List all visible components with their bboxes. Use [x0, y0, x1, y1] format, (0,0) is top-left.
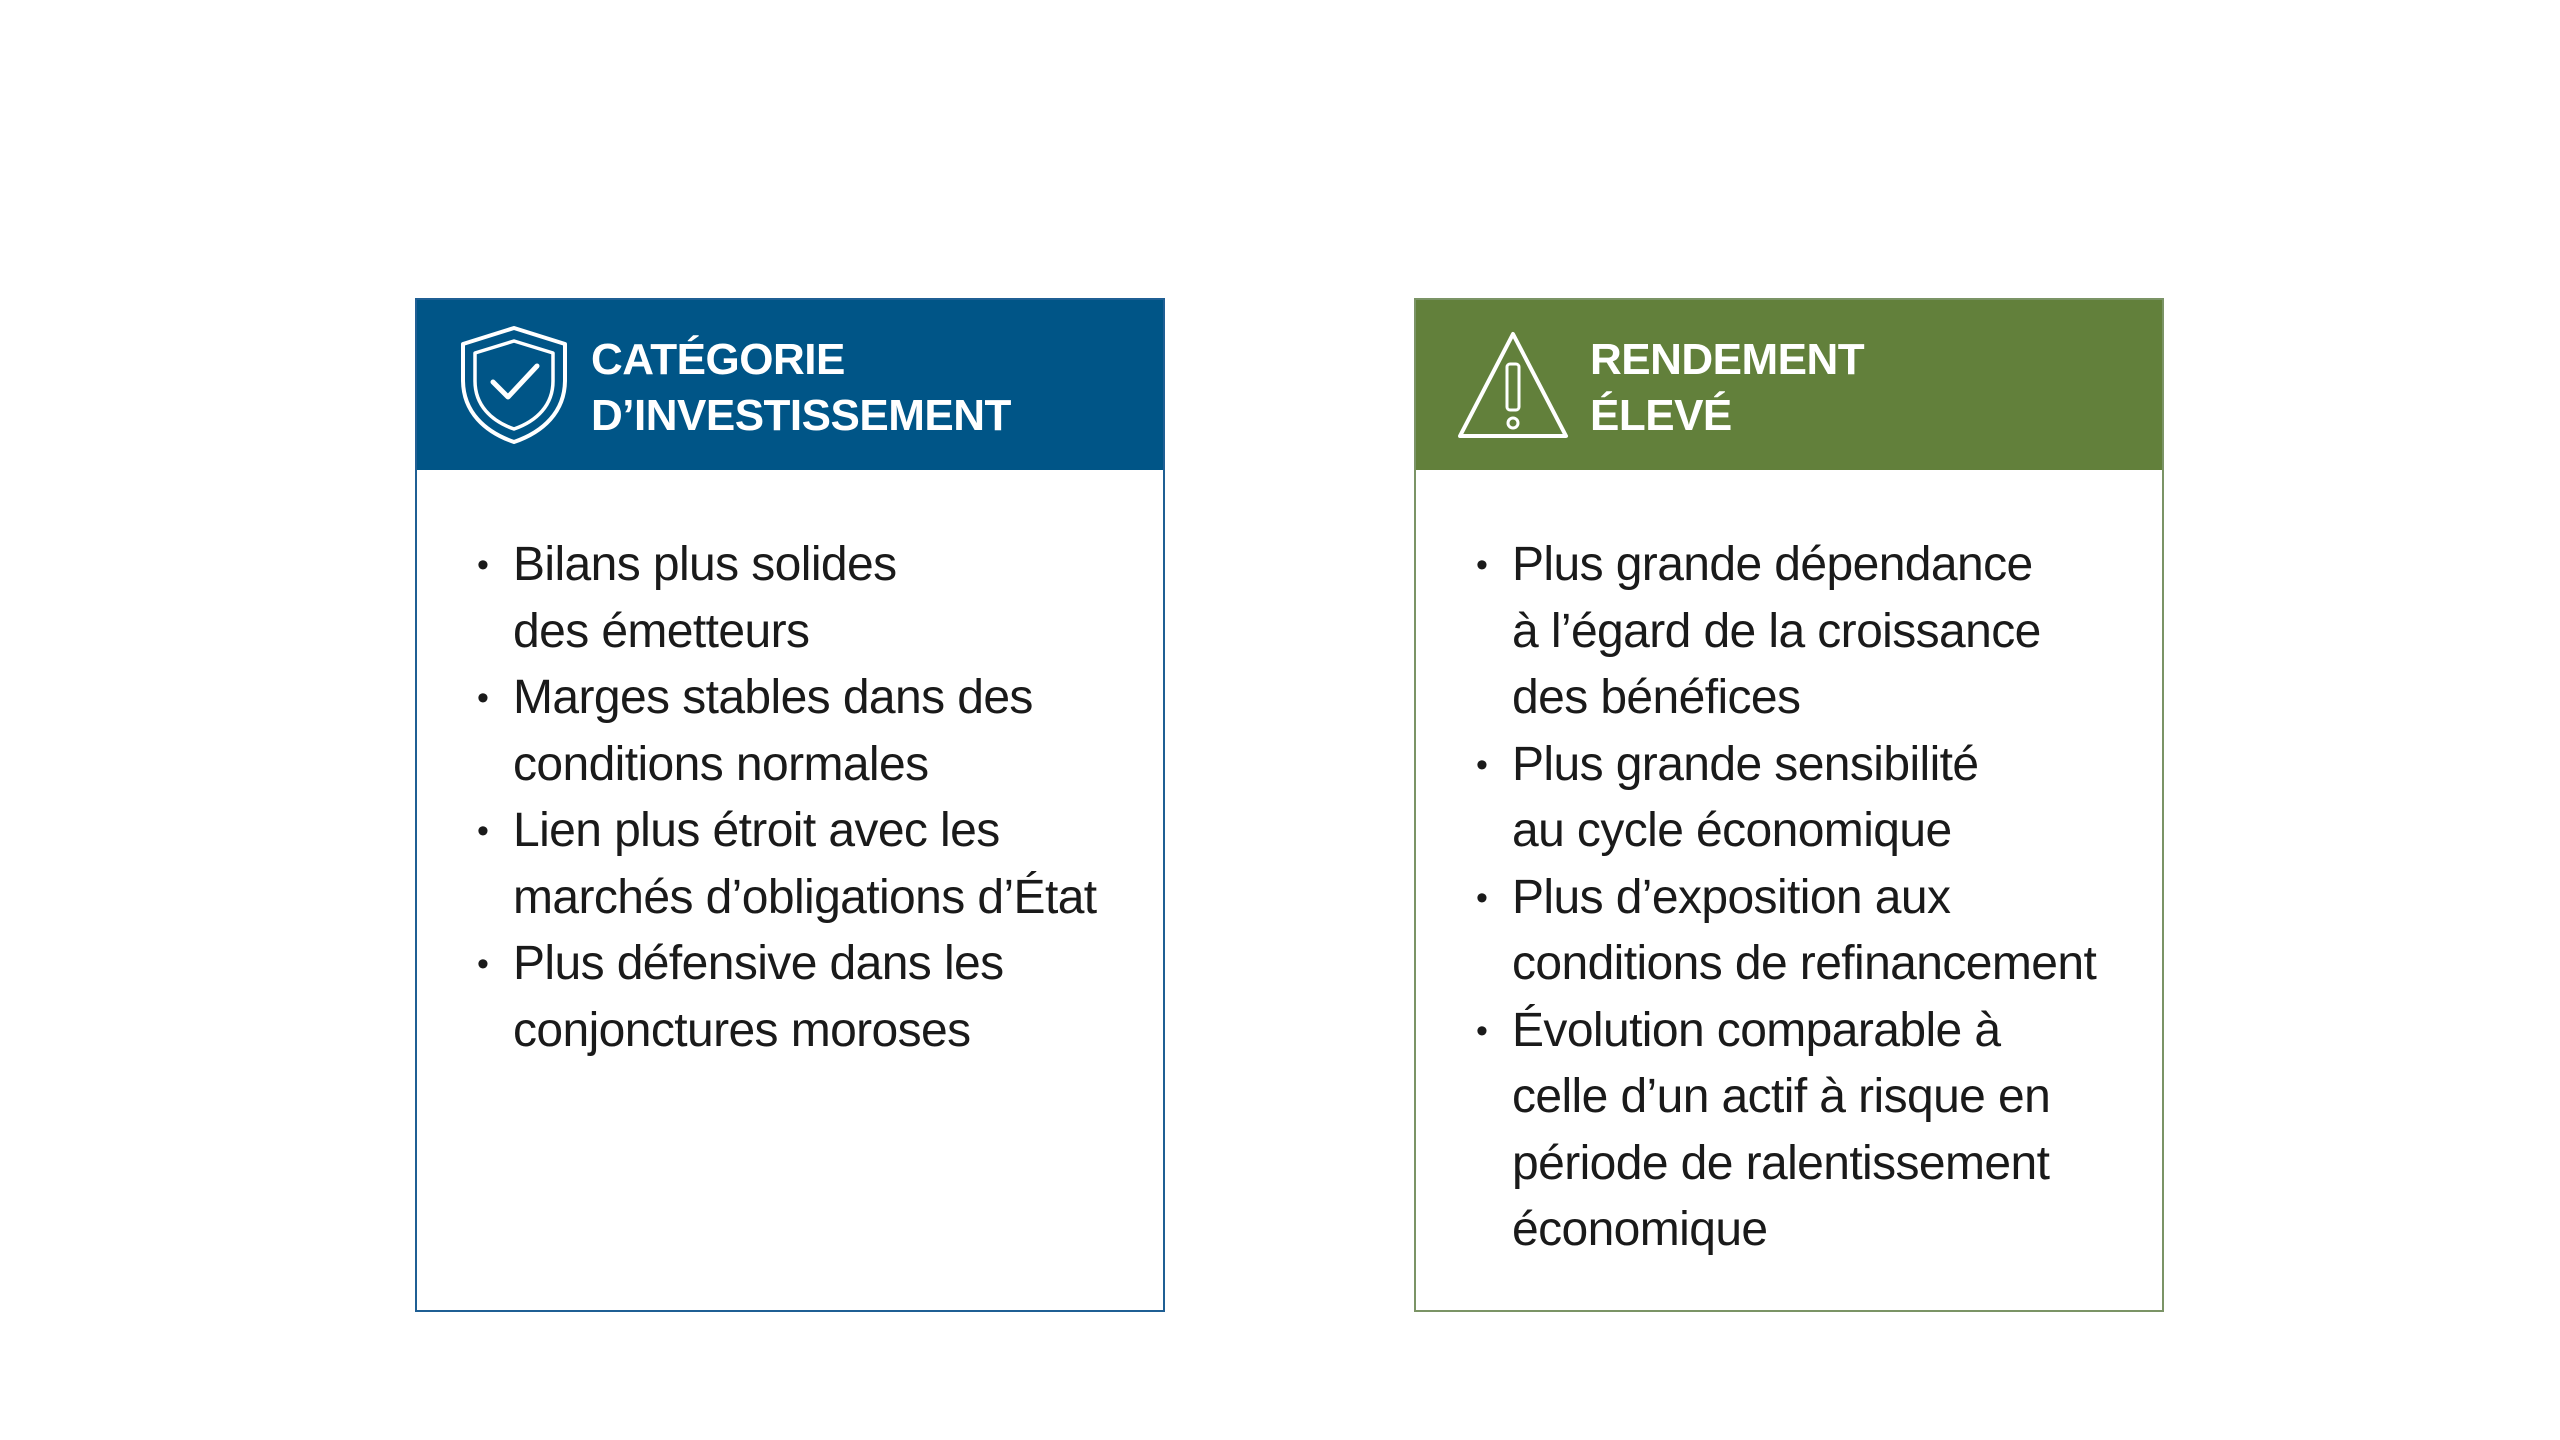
- list-item: Marges stables dans des conditions norma…: [477, 665, 1097, 798]
- list-item: Plus défensive dans les conjonctures mor…: [477, 931, 1097, 1064]
- bullet-line: Plus d’exposition aux: [1512, 870, 1951, 924]
- list-item: Bilans plus solides des émetteurs: [477, 532, 1097, 665]
- high-yield-card: RENDEMENT ÉLEVÉ Plus grande dépendance à…: [1414, 298, 2164, 1312]
- bullet-line: des bénéfices: [1512, 671, 1801, 724]
- bullet-line: Bilans plus solides: [513, 538, 897, 591]
- bullet-line: conditions normales: [513, 737, 929, 791]
- title-line: ÉLEVÉ: [1590, 391, 1732, 440]
- bullet-line: économique: [1512, 1203, 1768, 1256]
- investment-grade-card: CATÉGORIE D’INVESTISSEMENT Bilans plus s…: [415, 298, 1165, 1312]
- title-line: D’INVESTISSEMENT: [591, 391, 1011, 440]
- bullet-line: celle d’un actif à risque en: [1512, 1070, 2051, 1123]
- title-line: CATÉGORIE: [591, 335, 845, 384]
- list-item: Plus d’exposition aux conditions de refi…: [1476, 865, 2097, 998]
- bullet-line: Évolution comparable à: [1512, 1003, 2001, 1057]
- investment-grade-header: CATÉGORIE D’INVESTISSEMENT: [417, 300, 1163, 470]
- list-item: Plus grande sensibilité au cycle économi…: [1476, 732, 2096, 865]
- warning-triangle-icon: [1458, 332, 1568, 438]
- bullet-line: Plus grande sensibilité: [1512, 737, 1979, 791]
- bullet-line: Marges stables dans des: [513, 671, 1033, 724]
- investment-grade-title: CATÉGORIE D’INVESTISSEMENT: [591, 332, 1011, 444]
- bullet-line: des émetteurs: [513, 604, 810, 658]
- bullet-line: à l’égard de la croissance: [1512, 604, 2041, 658]
- bullet-line: Plus grande dépendance: [1512, 538, 2033, 591]
- bullet-line: au cycle économique: [1512, 804, 1952, 857]
- title-line: RENDEMENT: [1590, 335, 1865, 384]
- investment-grade-bullets: Bilans plus solides des émetteurs Marges…: [477, 532, 1097, 1064]
- shield-check-icon: [461, 326, 567, 444]
- bullet-line: période de ralentissement: [1512, 1136, 2050, 1190]
- bullet-line: marchés d’obligations d’État: [513, 870, 1097, 924]
- high-yield-header: RENDEMENT ÉLEVÉ: [1416, 300, 2162, 470]
- bullet-line: conjonctures moroses: [513, 1003, 971, 1057]
- list-item: Plus grande dépendance à l’égard de la c…: [1476, 532, 2096, 732]
- high-yield-title: RENDEMENT ÉLEVÉ: [1590, 332, 1865, 444]
- bullet-line: Lien plus étroit avec les: [513, 804, 1000, 857]
- bullet-line: conditions de refinancement: [1512, 937, 2097, 990]
- list-item: Évolution comparable à celle d’un actif …: [1476, 998, 2096, 1264]
- list-item: Lien plus étroit avec les marchés d’obli…: [477, 798, 1097, 931]
- bullet-line: Plus défensive dans les: [513, 937, 1004, 990]
- high-yield-bullets: Plus grande dépendance à l’égard de la c…: [1476, 532, 2097, 1264]
